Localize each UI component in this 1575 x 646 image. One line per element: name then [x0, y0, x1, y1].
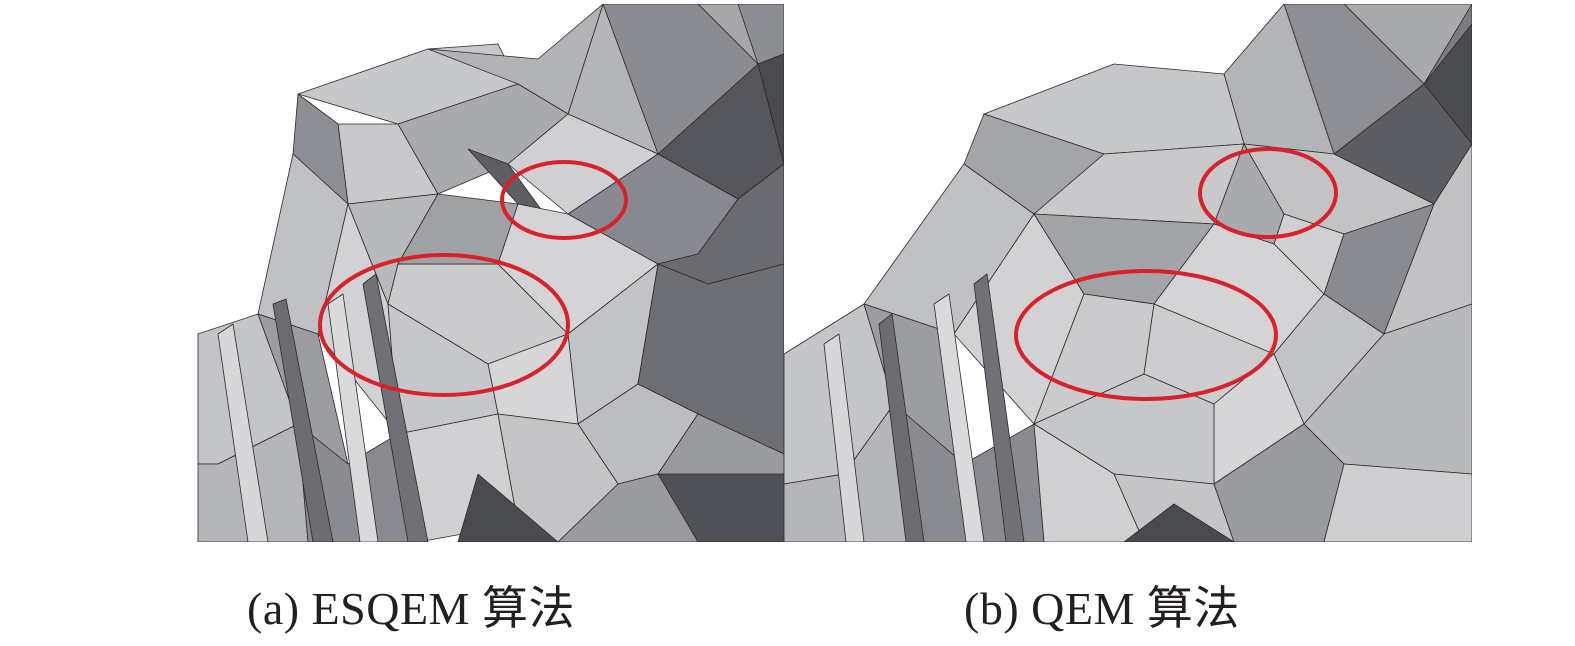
highlight-ellipse-small-a: [500, 160, 628, 240]
caption-qem: (b) QEM 算法: [964, 583, 1240, 634]
mesh-canvas-a: [197, 4, 784, 542]
mesh-triangles-a: [197, 4, 784, 542]
highlight-ellipses-a: [318, 160, 628, 397]
caption-esqem: (a) ESQEM 算法: [247, 583, 575, 634]
mesh-canvas-b: [784, 4, 1472, 542]
mesh-render-qem: [784, 4, 1472, 542]
mesh-triangles-b: [784, 4, 1472, 542]
highlight-ellipse-small-b: [1198, 147, 1338, 239]
highlight-ellipses-b: [1014, 147, 1338, 401]
highlight-ellipse-large-b: [1014, 269, 1278, 401]
highlight-ellipse-large-a: [318, 253, 570, 397]
mesh-render-esqem: [98, 4, 784, 542]
